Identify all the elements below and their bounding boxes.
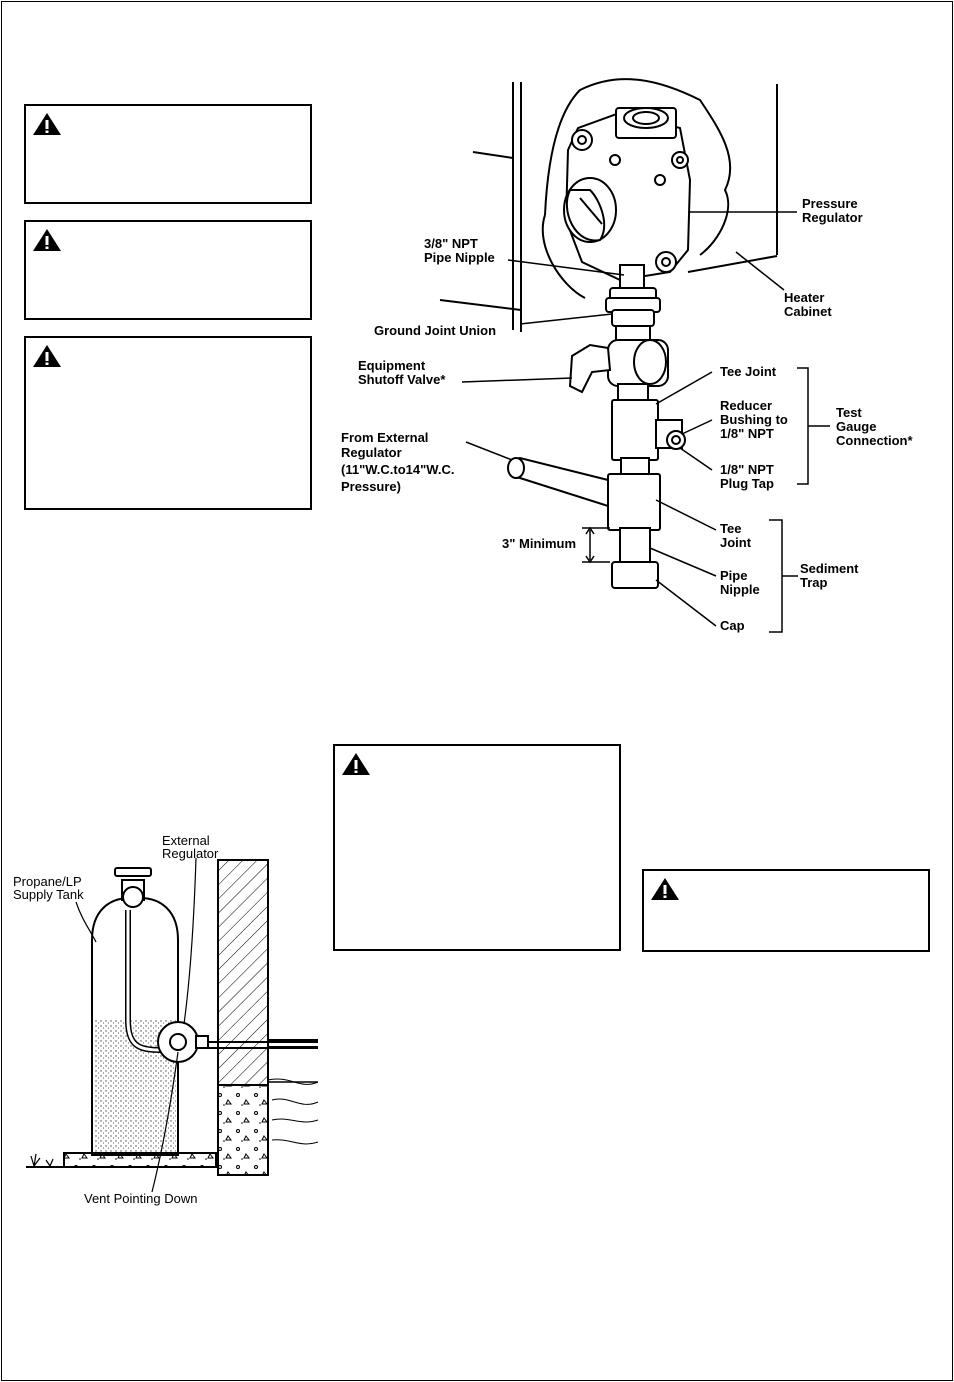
warning-triangle-icon	[33, 229, 61, 251]
label-pressure-range: (11"W.C.to14"W.C.	[341, 462, 454, 477]
label-18-npt-plug: 1/8" NPT	[720, 462, 774, 477]
warning-box-5	[642, 869, 930, 952]
label-ground-joint-union: Ground Joint Union	[374, 323, 496, 338]
label-external: External	[162, 833, 210, 848]
label-pipe: Pipe	[720, 568, 747, 583]
tank-diagram: External Regulator Propane/LP Supply Tan…	[13, 833, 319, 1206]
label-pressure-close: Pressure)	[341, 479, 401, 494]
warning-box-1	[24, 104, 312, 204]
label-18-npt: 1/8" NPT	[720, 426, 774, 441]
label-cap: Cap	[720, 618, 745, 633]
label-sediment: Sediment	[800, 561, 859, 576]
label-supply-tank: Supply Tank	[13, 887, 84, 902]
warning-triangle-icon	[33, 345, 61, 367]
warning-box-3	[24, 336, 312, 510]
label-tee-joint-top: Tee Joint	[720, 364, 777, 379]
label-regulator: Regulator	[802, 210, 863, 225]
label-regulator-ext: Regulator	[162, 846, 219, 861]
label-cabinet: Cabinet	[784, 304, 832, 319]
warning-box-2	[24, 220, 312, 320]
propane-tank-shape	[91, 867, 179, 1156]
label-propane-lp: Propane/LP	[13, 874, 82, 889]
label-regulator-src: Regulator	[341, 445, 402, 460]
tank-labels: External Regulator Propane/LP Supply Tan…	[13, 833, 219, 1206]
tank-leader-lines	[75, 857, 197, 1193]
pipe-assembly	[507, 264, 686, 589]
label-from-external: From External	[341, 430, 428, 445]
label-38-npt: 3/8" NPT	[424, 236, 478, 251]
label-plug-tap: Plug Tap	[720, 476, 774, 491]
leader-lines	[461, 211, 830, 633]
warning-box-4	[333, 744, 621, 951]
warning-triangle-icon	[342, 753, 370, 775]
external-regulator-shape	[157, 1021, 318, 1063]
label-shutoff-valve: Shutoff Valve*	[358, 372, 446, 387]
warning-triangle-icon	[33, 113, 61, 135]
label-bushing-to: Bushing to	[720, 412, 788, 427]
label-reducer: Reducer	[720, 398, 772, 413]
label-heater: Heater	[784, 290, 824, 305]
wall-shape	[217, 859, 319, 1176]
pressure-regulator-shape	[563, 107, 692, 282]
regulator-diagram: Pressure Regulator 3/8" NPT Pipe Nipple …	[341, 78, 913, 633]
label-gauge: Gauge	[836, 419, 876, 434]
label-equipment: Equipment	[358, 358, 426, 373]
regulator-labels: Pressure Regulator 3/8" NPT Pipe Nipple …	[341, 196, 913, 633]
label-3-minimum: 3" Minimum	[502, 536, 576, 551]
label-test: Test	[836, 405, 862, 420]
label-joint: Joint	[720, 535, 752, 550]
label-tee: Tee	[720, 521, 741, 536]
label-pressure: Pressure	[802, 196, 858, 211]
label-connection: Connection*	[836, 433, 913, 448]
ground-pad	[26, 1152, 217, 1168]
label-pipe-nipple-top: Pipe Nipple	[424, 250, 495, 265]
label-vent-pointing-down: Vent Pointing Down	[84, 1191, 197, 1206]
label-nipple: Nipple	[720, 582, 760, 597]
warning-triangle-icon	[651, 878, 679, 900]
heater-cabinet-shape	[439, 78, 778, 332]
label-trap: Trap	[800, 575, 828, 590]
